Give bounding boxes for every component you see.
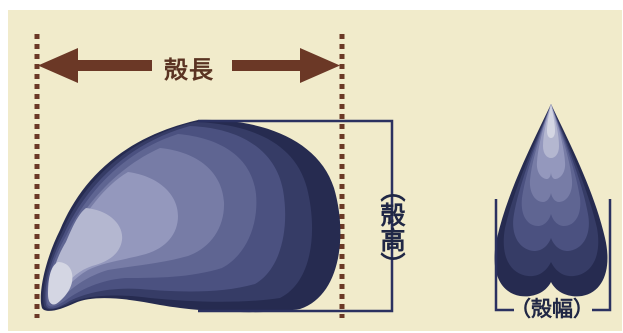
- shell-side-view: [40, 119, 341, 313]
- shell-front-view: [494, 104, 608, 297]
- shell-length-label: 殻長: [164, 56, 214, 84]
- width-bracket: [494, 199, 612, 312]
- length-arrow-left: [38, 48, 152, 83]
- height-bracket: [198, 119, 394, 313]
- shell-width-label: （殻幅）: [510, 297, 594, 321]
- length-arrow-right: [232, 48, 340, 83]
- shell-height-label: （殻高）: [377, 177, 406, 277]
